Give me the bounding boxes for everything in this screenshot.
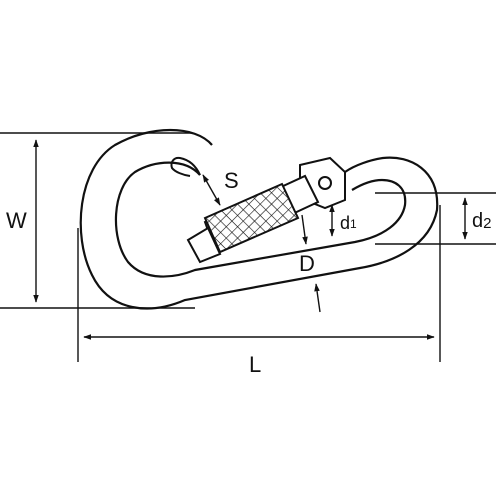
knurled-locking-sleeve — [203, 182, 300, 254]
carabiner-outer-outline — [79, 129, 439, 310]
label-w: W — [6, 208, 27, 233]
label-d1: d1 — [340, 213, 357, 233]
label-d2-main: d — [472, 210, 483, 232]
label-d2-sub: 2 — [483, 215, 491, 232]
label-d2: d2 — [472, 210, 491, 232]
label-s: S — [224, 168, 239, 193]
label-d1-main: d — [340, 213, 350, 233]
dimension-lines — [0, 132, 496, 362]
gate-rivet — [318, 176, 332, 190]
label-l: L — [249, 352, 261, 377]
gate-tip — [186, 226, 222, 264]
carabiner-inner-outline — [114, 161, 407, 278]
label-d1-sub: 1 — [350, 217, 357, 231]
gate-hook-notch — [170, 156, 201, 177]
label-d: D — [299, 251, 315, 276]
